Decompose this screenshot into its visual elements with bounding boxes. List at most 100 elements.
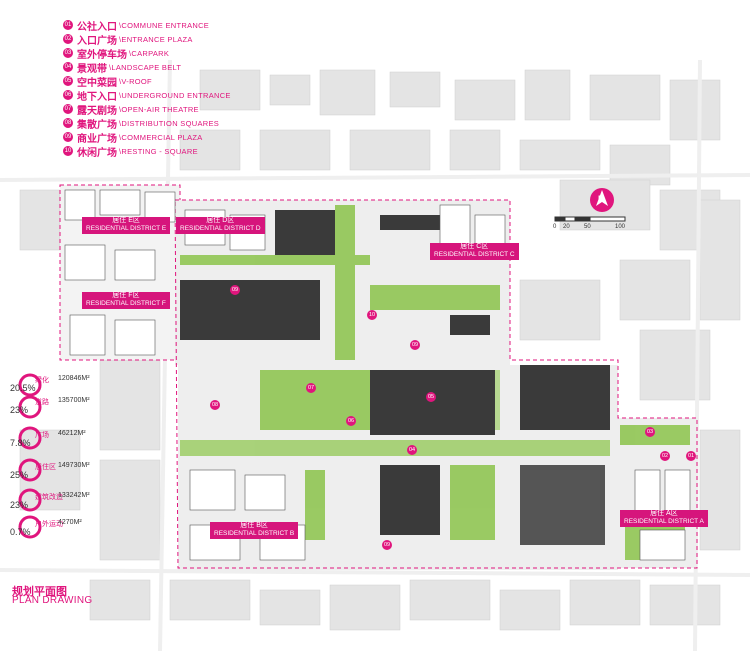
legend-separator: \ xyxy=(119,34,122,44)
scale-label-100: 100 xyxy=(615,224,626,230)
legend-item-v-roof: 05 空中菜园 \ V-ROOF xyxy=(63,74,152,89)
legend-separator: \ xyxy=(119,20,122,30)
legend-en: LANDSCAPE BELT xyxy=(111,62,182,72)
district-label-c: 居住 C区 RESIDENTIAL DISTRICT C xyxy=(430,243,519,260)
legend-number: 04 xyxy=(63,62,73,72)
legend-cn: 景观带 xyxy=(77,63,107,75)
legend-en: COMMERCIAL PLAZA xyxy=(121,132,203,142)
legend-item-carpark: 03 室外停车场 \ CARPARK xyxy=(63,46,170,61)
legend-item-landscape-belt: 04 景观带 \ LANDSCAPE BELT xyxy=(63,60,182,75)
stat-plaza: 7.8% 广场 46212M² xyxy=(2,430,112,452)
district-label-en: RESIDENTIAL DISTRICT B xyxy=(214,530,295,537)
stat-greening: 20.5% 绿化 120846M² xyxy=(2,375,112,397)
stat-value: 46212M² xyxy=(58,430,86,437)
legend-separator: \ xyxy=(119,146,122,156)
stat-percent: 0.7% xyxy=(10,527,31,537)
scale-bar xyxy=(554,216,626,222)
stat-value: 149730M² xyxy=(58,462,90,469)
legend-cn: 商业广场 xyxy=(77,133,117,145)
legend-item-distribution-squares: 08 集散广场 \ DISTRIBUTION SQUARES xyxy=(63,116,220,131)
stat-percent: 23% xyxy=(10,405,29,415)
legend-number: 01 xyxy=(63,20,73,30)
district-label-e: 居住 E区 RESIDENTIAL DISTRICT E xyxy=(82,217,171,234)
legend-cn: 公社入口 xyxy=(77,21,117,33)
legend-item-commune-entrance: 01 公社入口 \ COMMUNE ENTRANCE xyxy=(63,18,209,33)
legend-en: RESTING - SQUARE xyxy=(121,146,198,156)
district-label-b: 居住 B区 RESIDENTIAL DISTRICT B xyxy=(210,522,299,539)
legend-item-resting-square: 10 休闲广场 \ RESTING - SQUARE xyxy=(63,144,198,159)
legend-en: CARPARK xyxy=(131,48,170,58)
legend-en: V-ROOF xyxy=(121,76,152,86)
scale-label-20: 20 xyxy=(563,224,570,230)
stat-name: 绿化 xyxy=(35,377,49,384)
stat-name: 道路 xyxy=(35,399,49,406)
legend-cn: 地下入口 xyxy=(77,91,117,103)
district-label-a: 居住 A区 RESIDENTIAL DISTRICT A xyxy=(620,510,708,527)
stats-donuts xyxy=(18,373,42,539)
stat-name: 广场 xyxy=(35,432,49,439)
stat-value: 120846M² xyxy=(58,375,90,382)
legend-separator: \ xyxy=(119,90,122,100)
stat-name: 居住区 xyxy=(35,464,56,471)
map-marker-10: 10 xyxy=(367,310,377,320)
map-marker-09: 09 xyxy=(382,540,392,550)
map-marker-06: 06 xyxy=(346,416,356,426)
district-label-cn: 居住 C区 xyxy=(460,243,489,250)
map-marker-03: 03 xyxy=(645,427,655,437)
district-label-d: 居住 D区 RESIDENTIAL DISTRICT D xyxy=(176,217,265,234)
stat-value: 135700M² xyxy=(58,397,90,404)
plan-title-cn: 规划平面图 xyxy=(12,586,67,598)
stat-name: 户外运动 xyxy=(35,521,63,528)
legend-number: 07 xyxy=(63,104,73,114)
map-marker-04: 04 xyxy=(407,445,417,455)
stat-percent: 25% xyxy=(10,470,29,480)
legend-separator: \ xyxy=(119,118,122,128)
district-label-en: RESIDENTIAL DISTRICT A xyxy=(624,518,704,525)
legend-cn: 室外停车场 xyxy=(77,49,127,61)
district-label-cn: 居住 D区 xyxy=(206,217,235,224)
legend-item-underground-entrance: 06 地下入口 \ UNDERGROUND ENTRANCE xyxy=(63,88,231,103)
legend-item-entrance-plaza: 02 入口广场 \ ENTRANCE PLAZA xyxy=(63,32,193,47)
legend-separator: \ xyxy=(129,48,132,58)
legend-item-open-air-theatre: 07 露天剧场 \ OPEN-AIR THEATRE xyxy=(63,102,199,117)
legend-number: 08 xyxy=(63,118,73,128)
legend-separator: \ xyxy=(109,62,112,72)
legend-cn: 空中菜园 xyxy=(77,77,117,89)
legend-en: OPEN-AIR THEATRE xyxy=(121,104,199,114)
legend-cn: 露天剧场 xyxy=(77,105,117,117)
legend-en: ENTRANCE PLAZA xyxy=(121,34,193,44)
legend-number: 06 xyxy=(63,90,73,100)
stat-percent: 20.5% xyxy=(10,383,36,393)
legend-cn: 入口广场 xyxy=(77,35,117,47)
plan-title-en: PLAN DRAWING xyxy=(12,595,93,606)
district-label-en: RESIDENTIAL DISTRICT F xyxy=(86,300,166,307)
stat-percent: 23% xyxy=(10,500,29,510)
district-label-en: RESIDENTIAL DISTRICT E xyxy=(86,225,167,232)
stat-value: 4270M² xyxy=(58,519,82,526)
map-marker-09: 09 xyxy=(230,285,240,295)
legend-number: 02 xyxy=(63,34,73,44)
legend-en: UNDERGROUND ENTRANCE xyxy=(121,90,231,100)
map-marker-07: 07 xyxy=(306,383,316,393)
legend-item-commercial-plaza: 09 商业广场 \ COMMERCIAL PLAZA xyxy=(63,130,203,145)
district-label-en: RESIDENTIAL DISTRICT D xyxy=(180,225,261,232)
stat-outdoor-sports: 0.7% 户外运动 4270M² xyxy=(2,519,112,541)
north-arrow-icon xyxy=(590,188,614,212)
legend-separator: \ xyxy=(119,104,122,114)
map-marker-09: 09 xyxy=(410,340,420,350)
stat-roads: 23% 道路 135700M² xyxy=(2,397,112,419)
map-marker-02: 02 xyxy=(660,451,670,461)
legend-cn: 集散广场 xyxy=(77,119,117,131)
legend-number: 03 xyxy=(63,48,73,58)
legend-number: 10 xyxy=(63,146,73,156)
legend-separator: \ xyxy=(119,132,122,142)
district-label-cn: 居住 B区 xyxy=(240,522,268,529)
legend-en: DISTRIBUTION SQUARES xyxy=(121,118,220,128)
stat-percent: 7.8% xyxy=(10,438,31,448)
legend-cn: 休闲广场 xyxy=(77,147,117,159)
scale-label-0: 0 xyxy=(553,224,557,230)
legend-separator: \ xyxy=(119,76,122,86)
map-marker-01: 01 xyxy=(686,451,696,461)
map-marker-05: 05 xyxy=(426,392,436,402)
